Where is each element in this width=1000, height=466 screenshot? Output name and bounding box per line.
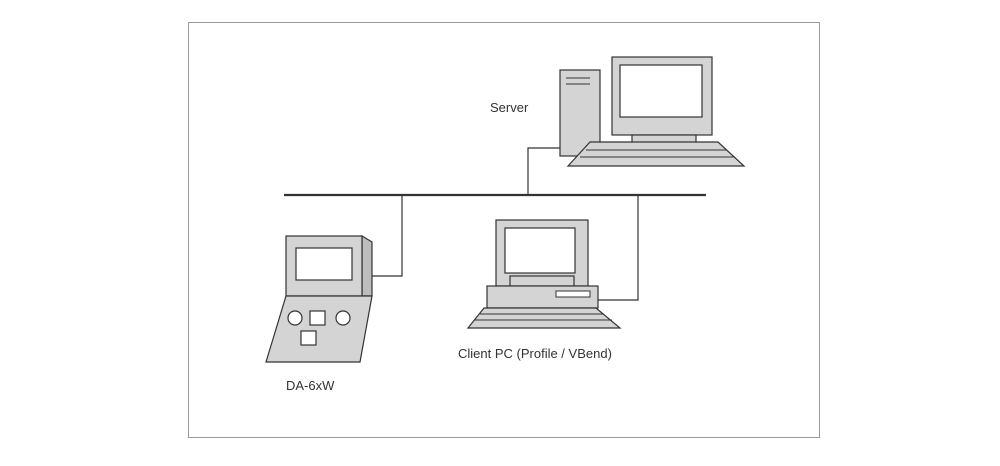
controller-label: DA-6xW [286,378,335,393]
client-pc-icon [466,219,622,329]
server-connection-line [527,147,568,195]
server-icon [559,56,746,167]
server-label: Server [490,100,529,115]
controller-icon [265,234,373,363]
controller-connection-line [368,195,403,277]
client-connection-line [598,195,639,301]
client-pc-label: Client PC (Profile / VBend) [458,346,612,361]
